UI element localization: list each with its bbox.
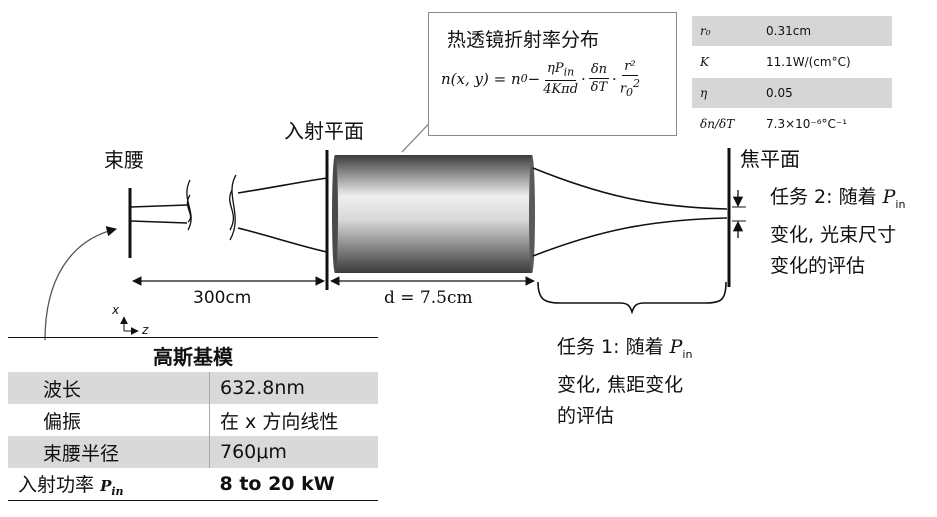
formula-fraction-2: δn δT: [588, 62, 610, 96]
beam-converging: [532, 167, 728, 257]
axis-z-label: z: [142, 323, 149, 337]
table-row: 偏振在 x 方向线性: [8, 404, 378, 436]
task-2-text: 任务 2: 随着 Pin 变化, 光束尺寸 变化的评估: [770, 186, 906, 277]
beam-near-waist: [130, 204, 188, 224]
formula-fraction-1: ηPin 4Kπd: [543, 61, 579, 97]
beam-diverging: [237, 177, 328, 253]
gaussian-title: 高斯基模: [8, 337, 378, 372]
input-plane-label: 入射平面: [284, 119, 364, 143]
axis-x-label: x: [112, 303, 120, 317]
beam-break-left: [186, 179, 192, 231]
waist-pointer: [44, 226, 118, 341]
formula-fraction-3: r² r02: [619, 59, 641, 99]
waist-label: 束腰: [104, 148, 144, 172]
callout-title: 热透镜折射率分布: [447, 29, 600, 51]
beam-break-right: [229, 174, 237, 241]
table-row: 入射功率 Pin 8 to 20 kW: [8, 468, 378, 501]
task1-brace: [537, 281, 727, 315]
length-label: d = 7.5cm: [384, 288, 473, 308]
distance-label: 300cm: [193, 288, 252, 308]
focal-plane-label: 焦平面: [740, 147, 800, 171]
crystal: [335, 155, 532, 273]
task-1-text: 任务 1: 随着 Pin 变化, 焦距变化 的评估: [557, 336, 693, 427]
